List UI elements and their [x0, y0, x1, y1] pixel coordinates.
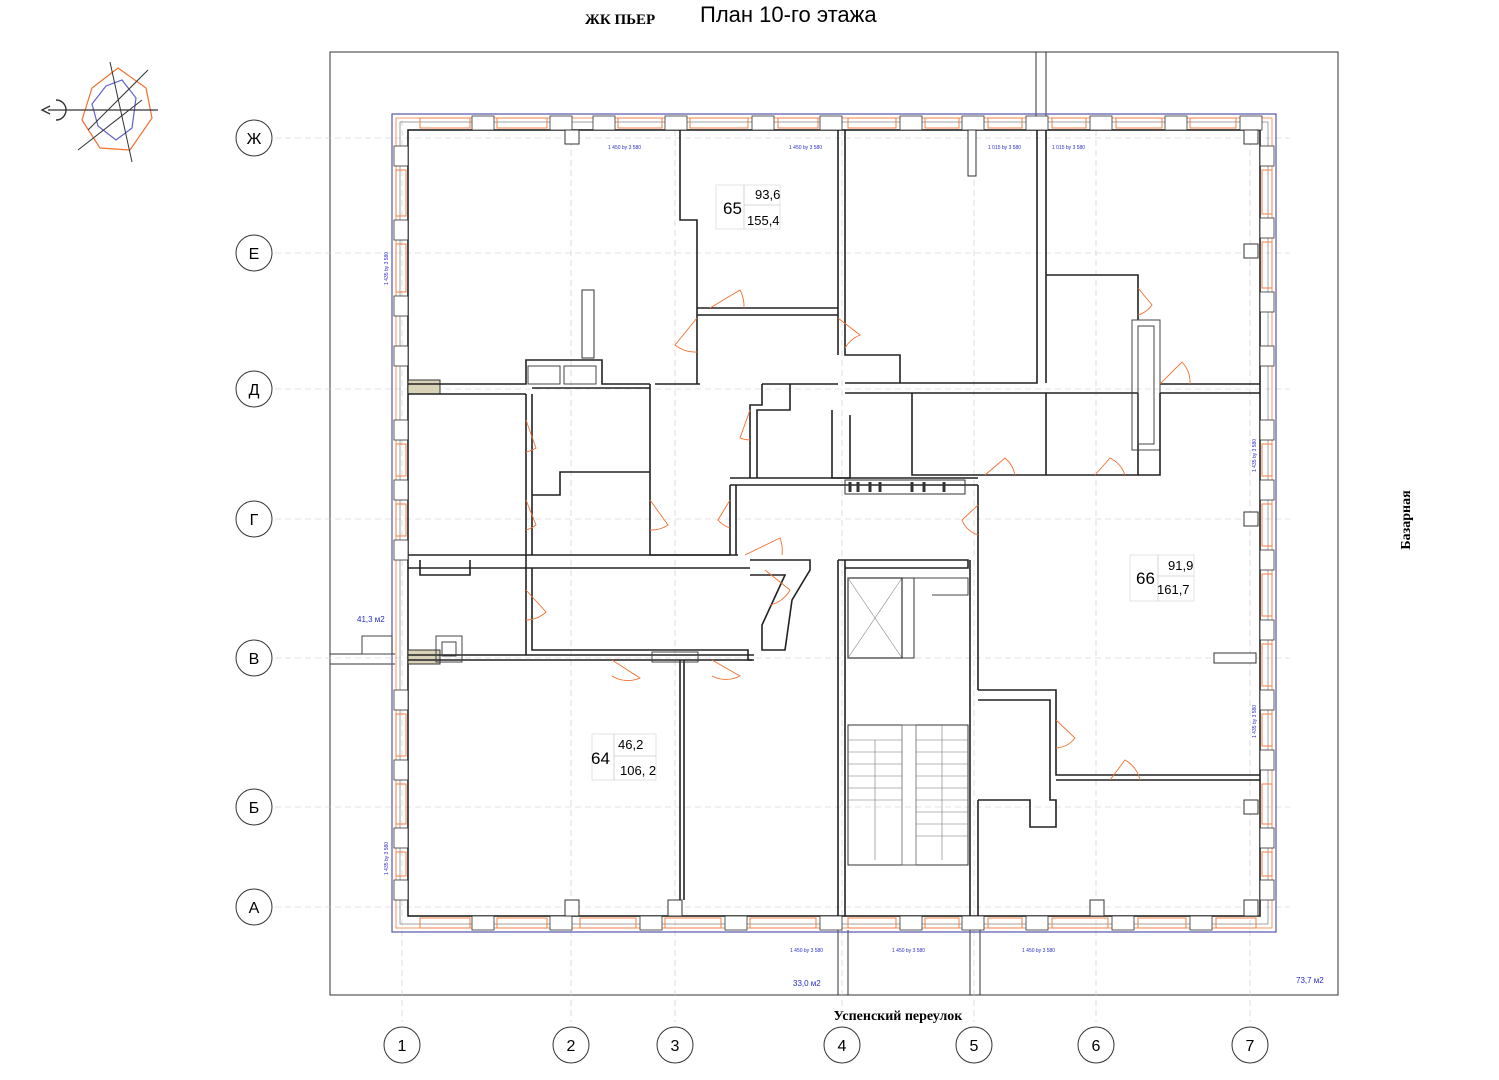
svg-text:В: В	[249, 651, 260, 668]
axis-marker-col: 6	[1077, 1026, 1115, 1064]
axis-marker-row: А	[235, 888, 273, 926]
apartment-number: 65	[723, 199, 742, 218]
facade-piers	[393, 115, 1275, 931]
svg-text:3: 3	[671, 1038, 680, 1055]
svg-text:1: 1	[398, 1038, 407, 1055]
svg-text:Б: Б	[249, 800, 260, 817]
terrace-labels: 41,3 м2 33,0 м2 73,7 м2	[357, 615, 1324, 988]
apartment-total-area: 106, 2	[620, 763, 656, 778]
axis-marker-col: 1	[383, 1026, 421, 1064]
svg-text:1 015 by 3 580: 1 015 by 3 580	[1052, 145, 1085, 151]
svg-text:6: 6	[1092, 1038, 1101, 1055]
svg-text:5: 5	[970, 1038, 979, 1055]
axis-marker-row: Ж	[235, 119, 273, 157]
door-swings	[525, 287, 1191, 781]
window-dimension-labels: 1 450 by 3 580 1 450 by 3 580 1 015 by 3…	[384, 145, 1258, 954]
svg-text:1 435 by 3 580: 1 435 by 3 580	[384, 842, 390, 875]
svg-text:7: 7	[1246, 1038, 1255, 1055]
apartment-total-area: 161,7	[1157, 582, 1190, 597]
apartment-number: 66	[1136, 569, 1155, 588]
axis-marker-col: 2	[552, 1026, 590, 1064]
apartment-number: 64	[591, 749, 610, 768]
compass-rose-icon	[40, 61, 158, 163]
axis-marker-row: Б	[235, 788, 273, 826]
terrace-area: 33,0 м2	[793, 979, 821, 988]
apartment-living-area: 93,6	[755, 187, 780, 202]
windows	[395, 117, 1273, 929]
row-axis-markers: Ж Е Д Г В Б А	[235, 119, 273, 926]
svg-text:1 450 by 3 580: 1 450 by 3 580	[790, 948, 823, 954]
axis-marker-row: В	[235, 639, 273, 677]
apartment-label-66: 66 91,9 161,7	[1129, 554, 1195, 602]
svg-text:Д: Д	[249, 382, 260, 399]
apartment-living-area: 46,2	[618, 737, 643, 752]
axis-marker-row: Г	[235, 500, 273, 538]
street-right: Базарная	[1399, 490, 1414, 550]
svg-text:1 435 by 3 580: 1 435 by 3 580	[384, 252, 390, 285]
svg-text:Е: Е	[249, 246, 260, 263]
apartment-label-65: 65 93,6 155,4	[715, 184, 781, 230]
staircase	[847, 724, 969, 866]
axis-marker-row: Д	[235, 370, 273, 408]
svg-text:2: 2	[567, 1038, 576, 1055]
axis-marker-col: 5	[955, 1026, 993, 1064]
svg-text:1 450 by 3 580: 1 450 by 3 580	[1022, 948, 1055, 954]
svg-text:1 450 by 3 580: 1 450 by 3 580	[892, 948, 925, 954]
axis-marker-col: 3	[656, 1026, 694, 1064]
terrace-area: 41,3 м2	[357, 615, 385, 624]
apartment-living-area: 91,9	[1168, 558, 1193, 573]
column-axis-markers: 1 2 3 4 5 6 7	[383, 1026, 1269, 1064]
interior-columns	[407, 129, 1259, 917]
apartment-total-area: 155,4	[747, 213, 780, 228]
outer-walls	[391, 113, 1277, 933]
svg-text:1 450 by 3 580: 1 450 by 3 580	[608, 145, 641, 151]
street-bottom: Успенский переулок	[834, 1009, 964, 1024]
svg-text:Ж: Ж	[247, 131, 262, 148]
grid-rows	[275, 137, 1290, 908]
svg-text:1 015 by 3 580: 1 015 by 3 580	[988, 145, 1021, 151]
svg-text:1 435 by 3 580: 1 435 by 3 580	[1252, 439, 1258, 472]
grid-cols	[401, 120, 1251, 1022]
svg-text:А: А	[249, 900, 260, 917]
svg-text:Г: Г	[250, 512, 259, 529]
elevator-shaft	[844, 479, 969, 659]
svg-text:1 435 by 3 580: 1 435 by 3 580	[1252, 705, 1258, 738]
complex-name: ЖК ПЬЕР	[585, 12, 655, 28]
site-boundary	[329, 51, 1339, 996]
plan-title: План 10-го этажа	[700, 2, 877, 27]
axis-marker-row: Е	[235, 234, 273, 272]
svg-text:4: 4	[838, 1038, 847, 1055]
terrace-area: 73,7 м2	[1296, 976, 1324, 985]
axis-marker-col: 7	[1231, 1026, 1269, 1064]
axis-marker-col: 4	[823, 1026, 861, 1064]
apartment-label-64: 64 46,2 106, 2	[591, 733, 657, 781]
interior-walls	[361, 130, 1260, 916]
svg-text:1 450 by 3 580: 1 450 by 3 580	[789, 145, 822, 151]
